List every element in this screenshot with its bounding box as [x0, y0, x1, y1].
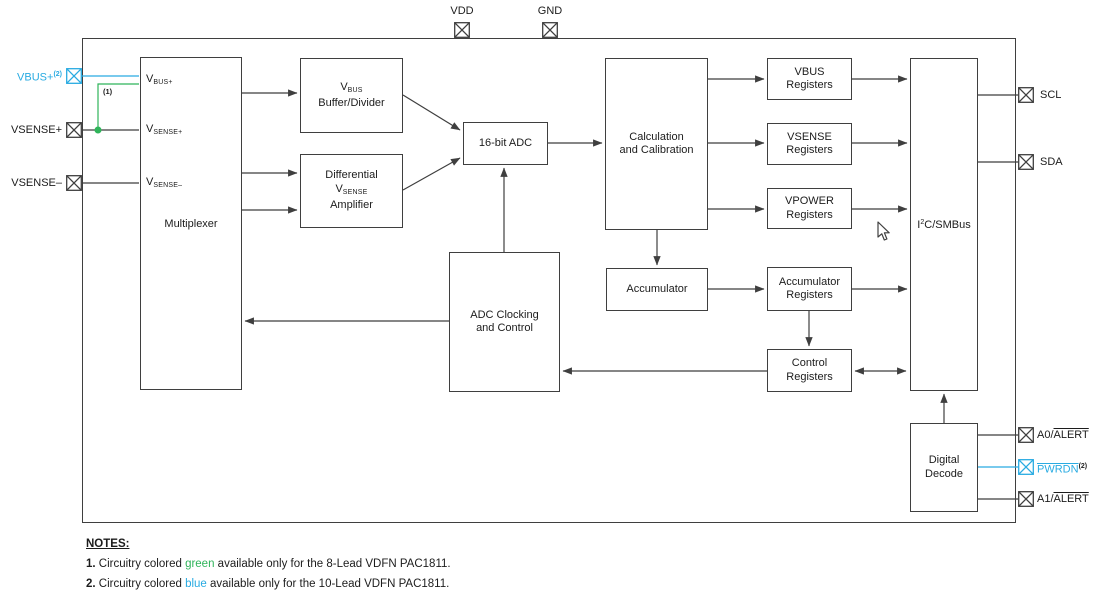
vdd-pin-icon: [454, 22, 470, 38]
pin-label-vbus-plus-text: VBUS+: [17, 71, 54, 84]
block-label-adc-clocking: ADC Clocking: [470, 308, 539, 321]
pin-label-pwrdn-overline: PWRDN: [1037, 463, 1079, 476]
block-label-and-control: and Control: [476, 322, 533, 334]
pin-label-scl: SCL: [1040, 89, 1062, 101]
pin-label-a1-prefix: A1/: [1037, 493, 1054, 505]
pin-label-a0-alert-overline: ALERT: [1053, 429, 1089, 441]
block-label-vbus: VBUS: [340, 80, 363, 94]
pin-label-a1-alert: A1/ALERT: [1037, 492, 1089, 506]
block-label-and-calibration: and Calibration: [619, 144, 694, 156]
mouse-cursor: [877, 221, 890, 241]
a1-alert-pin-icon: [1018, 491, 1034, 507]
pin-label-a1-alert-overline: ALERT: [1053, 493, 1089, 505]
pin-label-sda: SDA: [1040, 156, 1063, 168]
block-label-i2c-smbus: I2C/SMBus: [917, 219, 971, 232]
block-vpower-registers: VPOWER Registers: [767, 188, 852, 229]
block-accumulator: Accumulator: [606, 268, 708, 311]
block-calculation-calibration: Calculation and Calibration: [605, 58, 708, 230]
pin-label-pwrdn: PWRDN(2): [1037, 460, 1087, 477]
block-label-adc: 16-bit ADC: [478, 136, 533, 149]
block-vsense-registers: VSENSE Registers: [767, 123, 852, 165]
block-16bit-adc: 16-bit ADC: [463, 122, 548, 165]
pin-label-vsense-minus: VSENSE–: [11, 177, 62, 189]
pin-label-a0-alert: A0/ALERT: [1037, 428, 1089, 442]
pin-label-vbus-plus: VBUS+(2): [0, 68, 62, 85]
block-accumulator-registers: Accumulator Registers: [767, 267, 852, 311]
vsense-plus-pin-icon: [66, 122, 82, 138]
block-label-amplifier: Amplifier: [330, 199, 373, 212]
block-label-calculation: Calculation: [629, 130, 684, 143]
sda-pin-icon: [1018, 154, 1034, 170]
block-label-buffer-divider: Buffer/Divider: [318, 97, 385, 109]
vbus-plus-pin-icon: [66, 68, 82, 84]
pin-label-vdd: VDD: [450, 5, 474, 17]
block-label-accumulator: Accumulator: [626, 282, 688, 295]
block-multiplexer: VBUS+ VSENSE+ VSENSE– Multiplexer: [140, 57, 242, 390]
a0-alert-pin-icon: [1018, 427, 1034, 443]
block-differential-vsense-amplifier: Differential VSENSE Amplifier: [300, 154, 403, 228]
notes-heading: NOTES:: [86, 538, 130, 550]
block-adc-clocking-control: ADC Clocking and Control: [449, 252, 560, 392]
block-vbus-buffer-divider: VBUS Buffer/Divider: [300, 58, 403, 133]
pwrdn-pin-icon: [1018, 459, 1034, 475]
block-control-registers: Control Registers: [767, 349, 852, 392]
note-2: 2. Circuitry colored blue available only…: [86, 578, 450, 590]
block-i2c-smbus: I2C/SMBus: [910, 58, 978, 391]
block-label-vsense: VSENSE: [335, 182, 368, 196]
block-label-multiplexer: Multiplexer: [164, 218, 218, 230]
scl-pin-icon: [1018, 87, 1034, 103]
pin-label-vsense-plus: VSENSE+: [10, 124, 62, 136]
block-vbus-registers: VBUS Registers: [767, 58, 852, 100]
gnd-pin-icon: [542, 22, 558, 38]
wire-note-ref: (1): [103, 87, 113, 96]
mux-input-vbus: VBUS+: [146, 73, 173, 86]
pin-label-gnd: GND: [537, 5, 563, 17]
pin-note-ref: (2): [1078, 463, 1088, 470]
vsense-minus-pin-icon: [66, 175, 82, 191]
block-digital-decode: Digital Decode: [910, 423, 978, 512]
note-1: 1. Circuitry colored green available onl…: [86, 558, 451, 570]
pin-label-a0-prefix: A0/: [1037, 429, 1054, 441]
pin-note-ref: (2): [53, 71, 62, 78]
mux-input-vsense-minus: VSENSE–: [146, 176, 183, 189]
block-label-differential: Differential: [325, 169, 378, 182]
mux-input-vsense-plus: VSENSE+: [146, 123, 183, 136]
